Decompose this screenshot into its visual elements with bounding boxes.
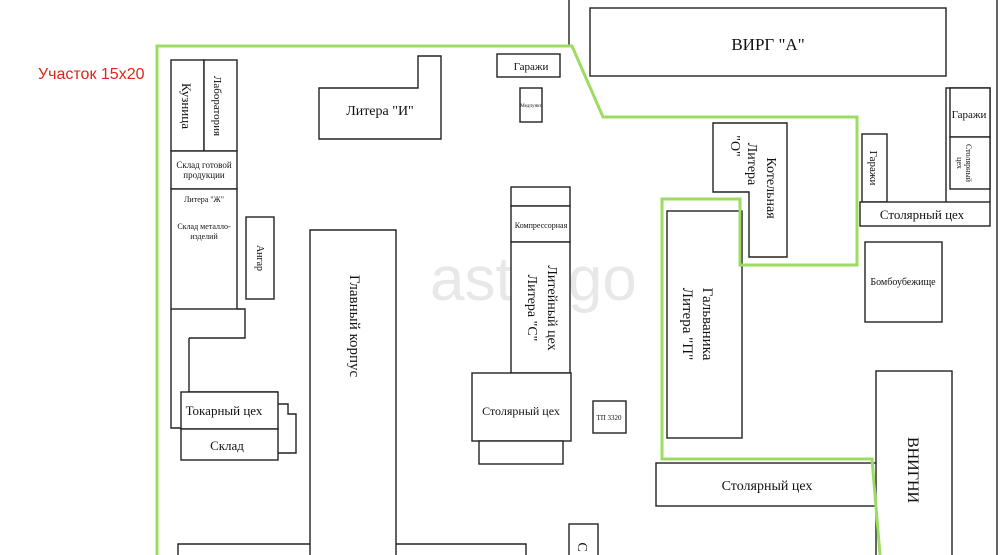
label-tokarny: Токарный цех [186, 403, 263, 418]
label-kotelnaya-1: Котельная [763, 157, 778, 219]
label-liteyny-2: Литера "С" [524, 275, 539, 342]
building-stolyarny-right [859, 201, 991, 227]
building-stolyarny-small [949, 136, 991, 190]
building-kompressornaya [510, 205, 571, 243]
label-litera-i: Литера "И" [346, 104, 414, 119]
label-stolyarny-small-2: цех [955, 157, 964, 169]
label-laboratoriya: Лаборатория [211, 76, 223, 136]
site-title: Участок 15х20 [38, 66, 145, 83]
label-kuznica: Кузница [179, 83, 194, 129]
label-vnigni: ВНИГНИ [904, 437, 921, 504]
building-bombo [864, 241, 943, 323]
building-sklad [180, 428, 279, 461]
building-liteyny-top [510, 186, 571, 207]
label-sklad-gotovoy-2: продукции [183, 170, 225, 180]
label-tp: ТП 3320 [596, 414, 622, 422]
label-sklad: Склад [210, 438, 244, 453]
building-galvanika [666, 210, 743, 439]
building-litera-i [318, 55, 442, 140]
label-stolyarny-right: Столярный цех [880, 207, 965, 222]
label-sklad-gotovoy-1: Склад готовой [176, 160, 232, 170]
building-liteyny [510, 241, 571, 374]
lower-left-step [189, 308, 246, 339]
label-galvanika-1: Гальваника [699, 288, 715, 361]
building-angar [245, 216, 275, 300]
building-garages-right [949, 87, 991, 138]
label-virg-a: ВИРГ "А" [731, 35, 804, 54]
label-stolyarny-bottom: Столярный цех [722, 479, 813, 494]
label-sklad-metallo-2: изделий [190, 232, 218, 241]
label-galvanika-2: Литера "П" [679, 288, 695, 360]
building-bottom-c [568, 523, 599, 555]
building-glavny [309, 229, 397, 555]
building-virg-a [589, 7, 947, 77]
building-tp [592, 400, 627, 434]
label-stolyarny-small-1: Столярный [964, 144, 973, 183]
building-garages-top [496, 53, 561, 78]
label-kompressornaya: Компрессорная [515, 221, 568, 230]
building-medpunkt [519, 87, 543, 123]
building-stolyarny-bottom [655, 462, 878, 507]
label-kotelnaya-3: "О" [727, 135, 742, 157]
label-garages-mid: Гаражи [867, 151, 879, 186]
building-laboratoriya [203, 59, 238, 152]
label-liteyny-1: Литейный цех [544, 265, 559, 350]
building-stolyarny-center-base [478, 440, 564, 465]
building-litera-zh [170, 188, 238, 310]
building-stolyarny-center [471, 372, 572, 442]
label-glavny: Главный корпус [346, 275, 362, 378]
label-bombo: Бомбоубежище [870, 277, 936, 288]
label-litera-zh: Литера "Ж" [184, 195, 224, 204]
label-garages-top: Гаражи [514, 61, 549, 73]
label-bottom-c: С [574, 542, 589, 551]
label-stolyarny-center: Столярный цех [482, 404, 560, 418]
lower-left-inner [188, 338, 278, 393]
glavny-wing-right [396, 543, 527, 555]
label-garages-right: Гаражи [952, 109, 987, 121]
building-kotelnaya [712, 122, 788, 258]
building-vnigni [875, 370, 953, 555]
label-angar: Ангар [254, 245, 265, 271]
label-kotelnaya-2: Литера [744, 143, 759, 186]
plot-boundary [155, 44, 882, 555]
glavny-wing-left [177, 543, 310, 555]
label-sklad-metallo-1: Склад металло- [177, 222, 231, 231]
building-garages-mid [861, 133, 888, 203]
label-medpunkt: Медпункт [520, 104, 542, 109]
lower-left-structure [170, 309, 181, 429]
tokarny-annex [278, 403, 297, 454]
